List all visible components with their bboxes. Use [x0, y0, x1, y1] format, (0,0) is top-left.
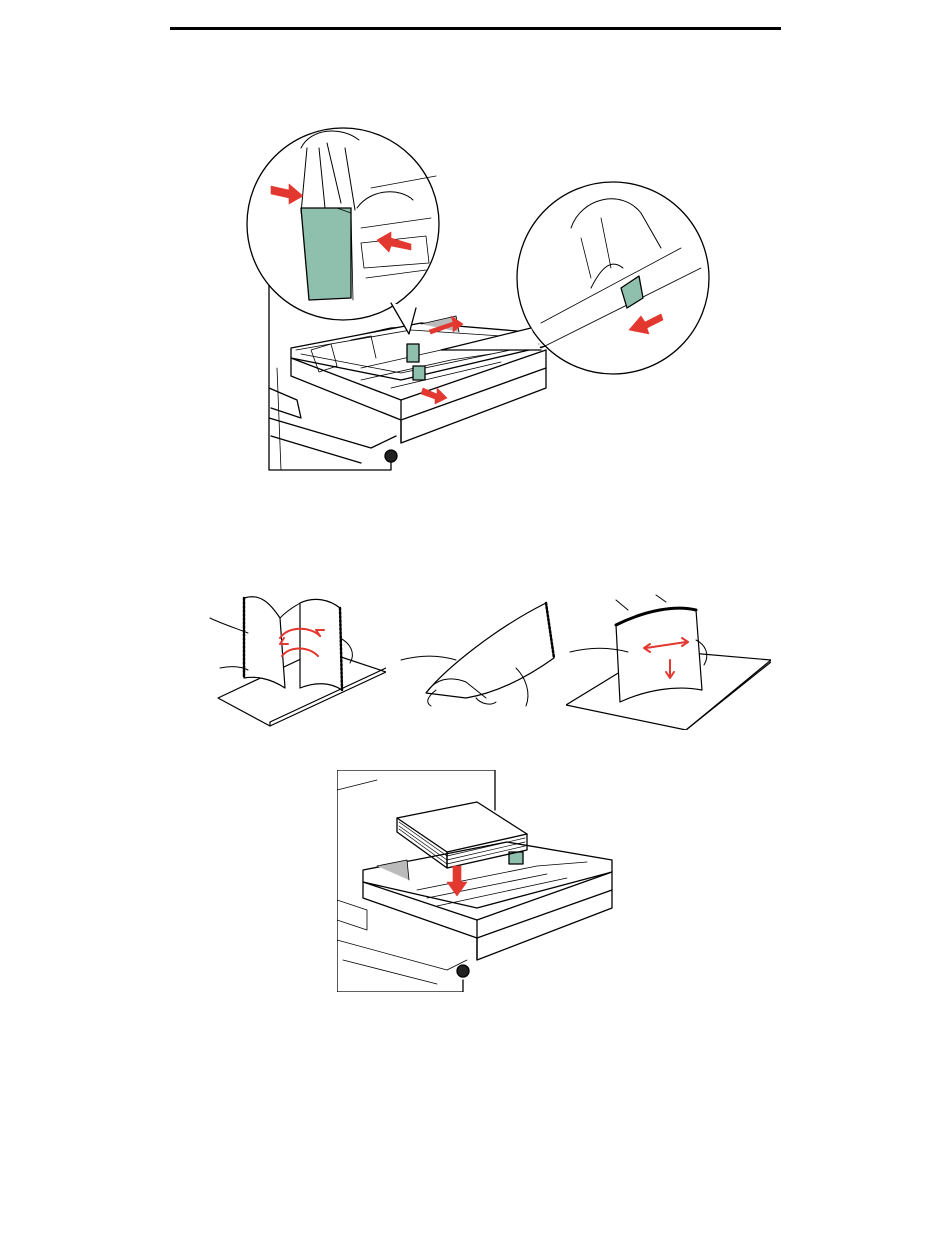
- header-rule: [170, 27, 781, 30]
- straighten-paper-stack-illustration: [566, 590, 771, 730]
- fan-paper-stack-illustration: [396, 598, 555, 708]
- tray-guide-adjust-illustration: [241, 118, 716, 474]
- load-paper-tray-illustration: [337, 770, 617, 992]
- flex-paper-stack-illustration: [200, 578, 386, 728]
